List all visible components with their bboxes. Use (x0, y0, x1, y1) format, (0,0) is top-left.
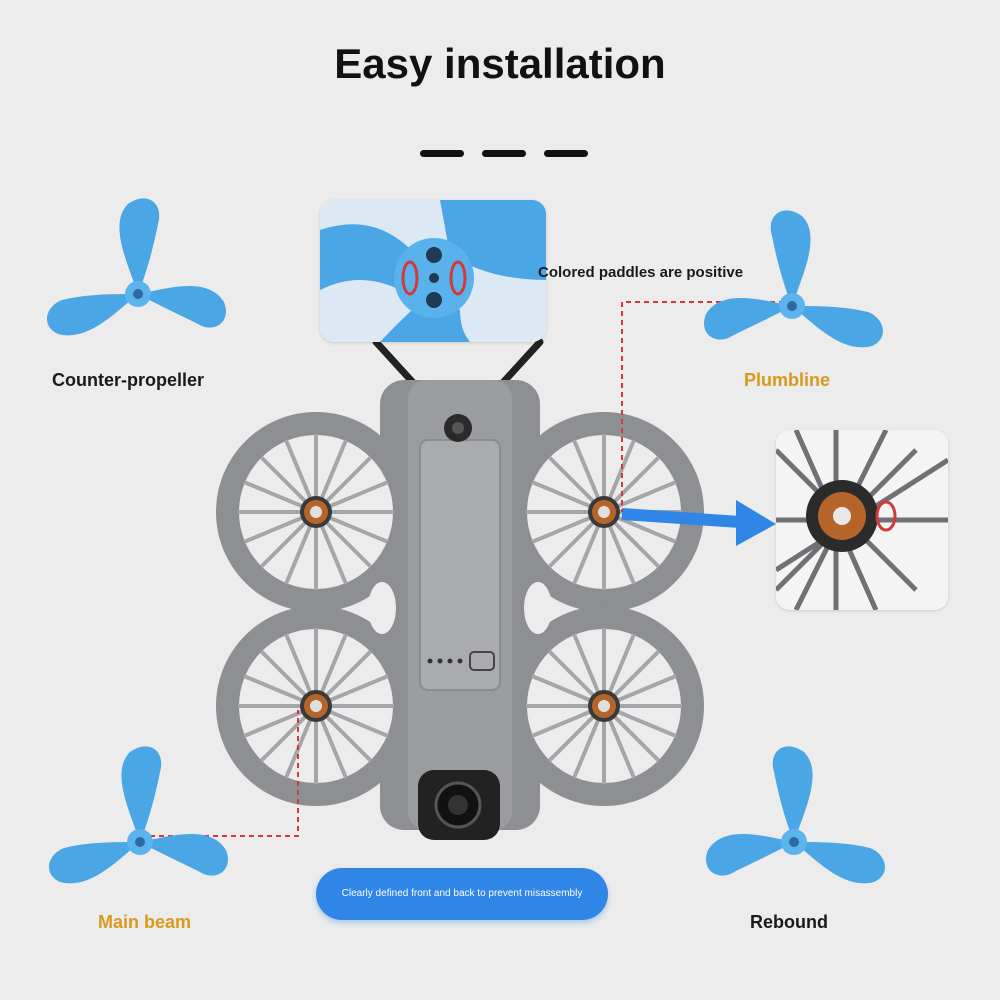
motor-closeup-image (776, 430, 948, 610)
page-title: Easy installation (334, 40, 666, 87)
motor-closeup-panel (776, 430, 948, 610)
arrow-right-icon (621, 500, 776, 546)
guide-line-plumbline (621, 301, 784, 512)
footer-note-pill: Clearly defined front and back to preven… (316, 868, 608, 920)
label-main-beam: Main beam (98, 912, 192, 932)
label-plumbline: Plumbline (744, 370, 831, 390)
hub-closeup-image (320, 200, 546, 342)
guide-line-main-beam (150, 710, 299, 837)
callout-text: Colored paddles are positive (538, 264, 744, 281)
label-rebound: Rebound (750, 912, 828, 932)
plumbline-propeller-icon (704, 210, 884, 348)
rebound-propeller-icon (706, 746, 886, 884)
main-beam-propeller-icon (48, 746, 228, 884)
label-counter-propeller: Counter-propeller (52, 370, 205, 390)
decorative-dashes (420, 150, 588, 157)
hub-closeup-panel (320, 200, 546, 342)
counter-propeller-icon (46, 198, 226, 336)
